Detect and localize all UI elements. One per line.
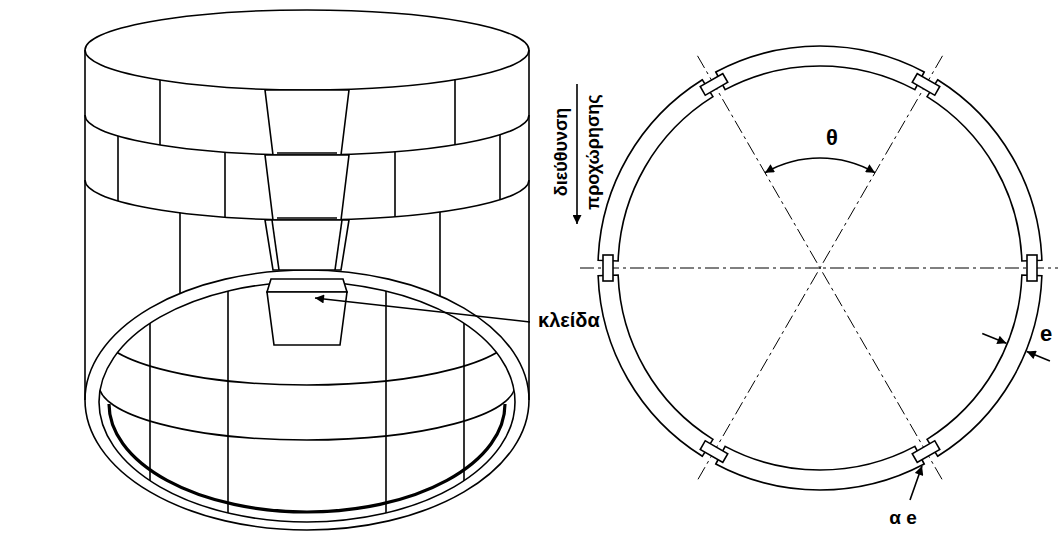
bottom-rim: [85, 270, 529, 530]
segment-joint: [1027, 255, 1037, 281]
lining-segment: [927, 275, 1042, 456]
key-segment: [265, 90, 349, 155]
far-wall: [99, 270, 515, 530]
cylinder-side: [84, 50, 86, 400]
segment-joint: [700, 441, 728, 463]
segment-joint: [700, 74, 728, 96]
segment-joint: [227, 270, 229, 530]
angle-label: θ: [826, 125, 838, 150]
slot-depth: [272, 220, 279, 270]
lining-segment: [927, 80, 1042, 261]
segment-joint: [394, 152, 396, 217]
angle-arc: [765, 158, 875, 173]
segment-joint: [912, 74, 940, 96]
dimension-arrow: [1027, 352, 1050, 361]
segment-joint: [179, 213, 181, 294]
key-top-face: [267, 279, 347, 292]
segment-joint: [385, 270, 387, 530]
segment-joint: [117, 136, 119, 201]
key-slot: [265, 220, 349, 270]
segment-joint: [912, 441, 940, 463]
segment-joint: [603, 255, 613, 281]
key-depth: [277, 152, 337, 154]
segment-joint: [149, 270, 151, 530]
lining-segment: [716, 446, 924, 490]
slot-depth: [335, 220, 342, 270]
segment-joint: [454, 80, 456, 145]
lining-segment: [598, 80, 713, 261]
top-rim: [85, 10, 529, 90]
axis-line: [580, 268, 1058, 269]
segment-joint: [499, 135, 501, 200]
lining-segment: [598, 275, 713, 456]
part-name: κλείδα: [538, 309, 600, 332]
ring-edge-bold: [109, 404, 505, 512]
direction-arrow: [576, 84, 578, 224]
segment-joint: [159, 80, 161, 145]
dimension-label: α e: [889, 507, 917, 529]
leader-line: [315, 298, 530, 322]
inner-rim: [99, 282, 515, 522]
cross-section: [580, 46, 1058, 500]
far-ring-joint: [99, 385, 515, 440]
segment-joint: [439, 212, 441, 296]
leader-line: [910, 466, 922, 500]
segment-joint: [463, 270, 465, 530]
key-depth: [277, 217, 337, 219]
direction-label: διεύθυνση: [551, 108, 572, 196]
cylinder-side: [528, 50, 530, 400]
direction-label: προχώρησης: [583, 94, 604, 209]
dimension-label: e: [1040, 321, 1052, 346]
lining-segment: [716, 46, 924, 90]
segment-joint: [224, 152, 226, 217]
lining-rings: [85, 10, 577, 530]
dimension-arrow: [982, 334, 1006, 344]
key-segment: [265, 155, 349, 220]
